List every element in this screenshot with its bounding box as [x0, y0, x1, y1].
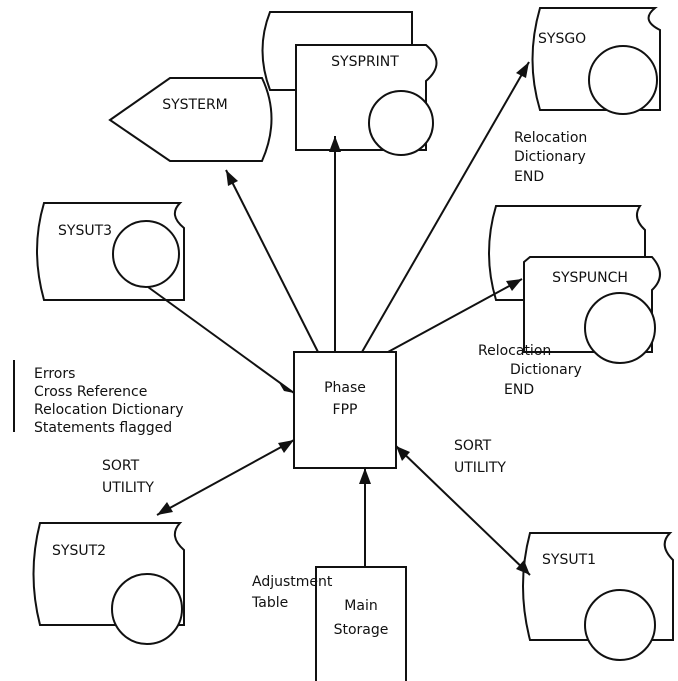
arrow-from-sysut3	[147, 286, 295, 394]
sysut2-label: SYSUT2	[52, 543, 106, 559]
svg-text:END: END	[514, 169, 544, 185]
svg-text:END: END	[504, 382, 534, 398]
arrowhead-fpp-to-sysut2	[157, 502, 173, 515]
svg-text:Adjustment: Adjustment	[252, 574, 333, 590]
svg-text:SORT: SORT	[102, 458, 140, 474]
arrow-sysut1-link	[395, 445, 531, 576]
arrowhead-sysprint	[329, 136, 341, 152]
syspunch-label: SYSPUNCH	[552, 270, 628, 286]
arrowhead-sysgo	[516, 62, 529, 78]
sysprint-label: SYSPRINT	[331, 54, 399, 70]
phase-fpp-box: Phase FPP	[293, 351, 397, 469]
sysut2-link-label: SORT UTILITY	[102, 458, 154, 496]
sysut3-device: SYSUT3	[36, 202, 185, 301]
systerm-terminal: SYSTERM	[108, 77, 273, 162]
syspunch-disk-icon	[584, 292, 656, 364]
svg-text:UTILITY: UTILITY	[454, 460, 506, 476]
svg-text:Errors: Errors	[34, 366, 75, 382]
svg-text:Cross Reference: Cross Reference	[34, 384, 147, 400]
arrow-sysut2-link	[156, 439, 295, 516]
sysut3-input-label: Errors Cross Reference Relocation Dictio…	[34, 366, 184, 436]
sysut3-label: SYSUT3	[58, 223, 112, 239]
arrowhead-syspunch	[506, 279, 522, 291]
sysut2-disk-icon	[111, 573, 183, 645]
syspunch-device: SYSPUNCH	[488, 205, 661, 364]
sysgo-device: SYSGO	[531, 7, 661, 115]
arrowhead-from-main-storage	[359, 468, 371, 484]
phase-label: Phase	[324, 380, 366, 396]
sysut1-device: SYSUT1	[522, 532, 674, 661]
storage-label: Storage	[334, 622, 389, 638]
sysgo-output-label: Relocation Dictionary END	[514, 130, 587, 185]
syspunch-output-label: Relocation Dictionary END	[478, 343, 582, 398]
svg-text:Statements flagged: Statements flagged	[34, 420, 172, 436]
fpp-label: FPP	[333, 402, 358, 418]
svg-text:Dictionary: Dictionary	[510, 362, 582, 378]
svg-text:UTILITY: UTILITY	[102, 480, 154, 496]
sysgo-label: SYSGO	[538, 31, 586, 47]
sysut1-link-label: SORT UTILITY	[454, 438, 506, 476]
sysut1-label: SYSUT1	[542, 552, 596, 568]
arrowhead-from-sysut3	[278, 381, 294, 393]
svg-text:Relocation: Relocation	[514, 130, 587, 146]
sysut1-disk-icon	[584, 589, 656, 661]
arrowhead-sysut2-to-fpp	[278, 440, 294, 453]
svg-text:Relocation: Relocation	[478, 343, 551, 359]
sysprint-device: SYSPRINT	[261, 11, 438, 156]
svg-text:Dictionary: Dictionary	[514, 149, 586, 165]
svg-text:SORT: SORT	[454, 438, 492, 454]
main-label: Main	[344, 598, 377, 614]
arrowhead-systerm	[226, 170, 238, 186]
arrowhead-fpp-to-sysut1	[516, 560, 530, 575]
main-storage-box: Main Storage	[315, 566, 407, 681]
sysgo-disk-icon	[588, 45, 658, 115]
svg-text:Relocation Dictionary: Relocation Dictionary	[34, 402, 184, 418]
sysprint-disk-icon	[368, 90, 434, 156]
main-storage-input-label: Adjustment Table	[251, 574, 333, 611]
systerm-label: SYSTERM	[162, 97, 228, 113]
arrow-to-systerm	[225, 169, 319, 353]
svg-text:Table: Table	[251, 595, 288, 611]
sysut3-disk-icon	[112, 220, 180, 288]
sysut2-device: SYSUT2	[32, 522, 185, 645]
arrow-to-syspunch	[387, 278, 523, 353]
arrow-to-sysgo	[361, 61, 530, 353]
arrowhead-sysut1-to-fpp	[396, 446, 410, 461]
